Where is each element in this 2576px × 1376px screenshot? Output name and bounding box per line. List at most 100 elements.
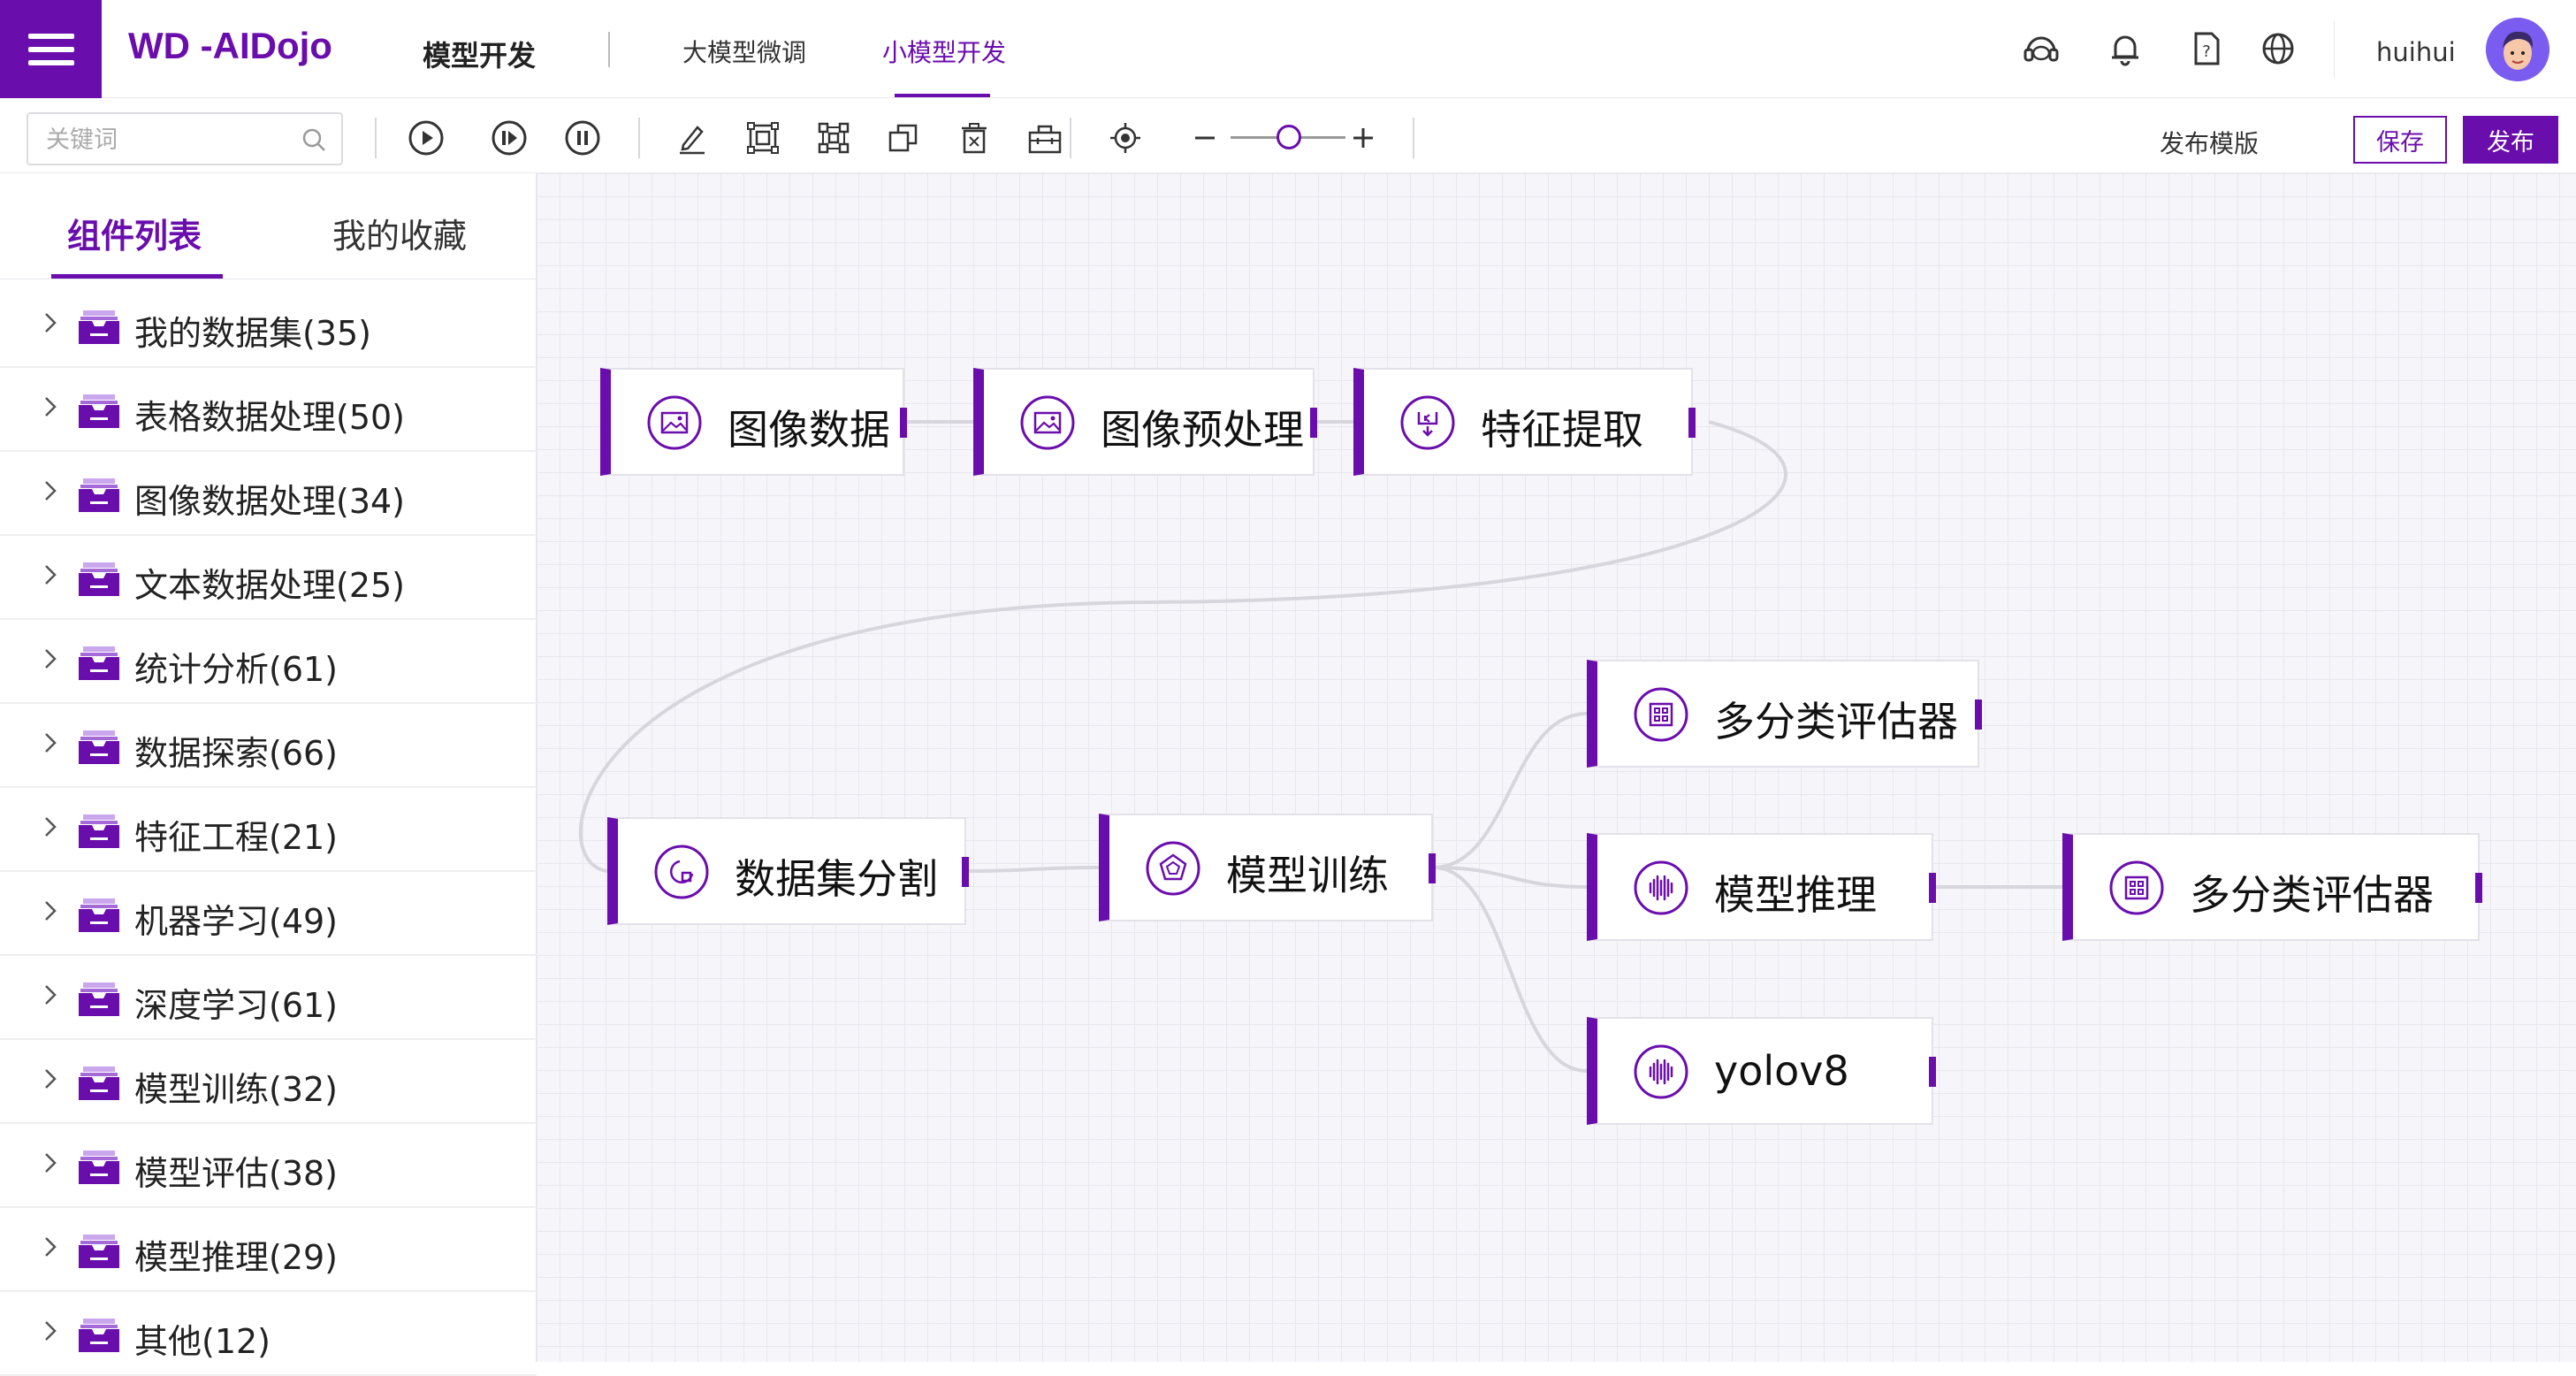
image-icon: [646, 394, 703, 451]
output-port[interactable]: [1310, 408, 1317, 438]
workflow-node[interactable]: yolov8: [1587, 1017, 1936, 1125]
sidebar-category-item[interactable]: 机器学习(49): [0, 872, 537, 956]
sidebar-category-item[interactable]: 模型推理(29): [0, 1208, 537, 1292]
split-icon: [653, 844, 710, 900]
folder-icon: [78, 307, 120, 346]
workflow-node[interactable]: 多分类评估器: [2062, 833, 2482, 941]
workflow-node[interactable]: 图像数据: [600, 368, 907, 476]
output-port[interactable]: [900, 408, 907, 438]
folder-icon: [78, 727, 120, 766]
sidebar-category-label: 模型推理(29): [134, 1238, 339, 1277]
workflow-node[interactable]: 特征提取: [1353, 368, 1696, 476]
delete-icon[interactable]: [952, 116, 996, 160]
bell-icon[interactable]: [2105, 28, 2145, 69]
output-port[interactable]: [2475, 873, 2482, 903]
fit-view-icon[interactable]: [741, 116, 785, 160]
node-label: yolov8: [1714, 1047, 1849, 1095]
tab-llm-finetune[interactable]: 大模型微调: [682, 38, 807, 67]
run-icon[interactable]: [404, 116, 448, 160]
sidebar-category-item[interactable]: 统计分析(61): [0, 620, 537, 704]
active-tab-indicator: [51, 274, 223, 279]
chevron-right-icon[interactable]: [41, 813, 60, 841]
search-icon[interactable]: [301, 126, 327, 157]
zoom-slider-handle[interactable]: [1277, 125, 1301, 149]
output-port[interactable]: [1975, 699, 1982, 730]
toolbox-icon[interactable]: [1023, 116, 1067, 160]
sidebar-category-label: 表格数据处理(50): [134, 398, 406, 437]
user-name[interactable]: huihui: [2376, 37, 2456, 67]
run-step-icon[interactable]: [487, 116, 531, 160]
pause-icon[interactable]: [560, 116, 605, 160]
tab-small-model-dev[interactable]: 小模型开发: [882, 38, 1007, 67]
toolbar-separator: [375, 118, 377, 158]
chevron-right-icon[interactable]: [41, 1317, 60, 1345]
top-header: WD -AIDojo 模型开发 大模型微调 小模型开发 ? huihui: [0, 0, 2576, 98]
folder-icon: [78, 811, 120, 850]
output-port[interactable]: [1929, 1057, 1936, 1087]
folder-icon: [78, 979, 120, 1018]
output-port[interactable]: [1929, 873, 1936, 903]
chevron-right-icon[interactable]: [41, 1233, 60, 1261]
workflow-edge: [579, 420, 1787, 873]
chevron-right-icon[interactable]: [41, 981, 60, 1009]
folder-icon: [78, 559, 120, 598]
copy-icon[interactable]: [881, 116, 926, 160]
chevron-right-icon[interactable]: [41, 477, 60, 505]
chevron-right-icon[interactable]: [41, 1065, 60, 1093]
publish-button[interactable]: 发布: [2463, 116, 2558, 164]
sidebar-category-label: 模型训练(32): [134, 1070, 339, 1109]
globe-icon[interactable]: [2258, 28, 2298, 69]
zoom-out-icon[interactable]: [1183, 116, 1227, 160]
tab-component-list[interactable]: 组件列表: [67, 217, 202, 256]
sidebar-category-item[interactable]: 我的数据集(35): [0, 284, 537, 368]
sidebar-category-item[interactable]: 数据探索(66): [0, 704, 537, 788]
sidebar-category-item[interactable]: 特征工程(21): [0, 788, 537, 872]
sidebar-category-item[interactable]: 其他(12): [0, 1292, 537, 1376]
sidebar-category-label: 我的数据集(35): [134, 314, 372, 353]
sidebar-category-item[interactable]: 模型训练(32): [0, 1040, 537, 1124]
workflow-node[interactable]: 数据集分割: [607, 817, 969, 925]
output-port[interactable]: [1688, 408, 1696, 438]
help-doc-icon[interactable]: ?: [2186, 28, 2227, 69]
headset-icon[interactable]: [2021, 28, 2062, 69]
folder-icon: [78, 391, 120, 430]
layout-icon[interactable]: [812, 116, 856, 160]
zoom-in-icon[interactable]: [1341, 116, 1385, 160]
tab-my-favorites[interactable]: 我的收藏: [332, 217, 468, 256]
chevron-right-icon[interactable]: [41, 309, 60, 337]
sidebar-category-label: 机器学习(49): [134, 902, 339, 941]
folder-icon: [78, 1231, 120, 1270]
chevron-right-icon[interactable]: [41, 897, 60, 925]
sidebar-category-item[interactable]: 文本数据处理(25): [0, 536, 537, 620]
sidebar-tabs: 组件列表 我的收藏: [0, 173, 537, 279]
chevron-right-icon[interactable]: [41, 645, 60, 673]
chevron-right-icon[interactable]: [41, 561, 60, 589]
workflow-node[interactable]: 多分类评估器: [1587, 660, 1982, 768]
locate-icon[interactable]: [1103, 116, 1147, 160]
workflow-node[interactable]: 模型推理: [1587, 833, 1936, 941]
chevron-right-icon[interactable]: [41, 1149, 60, 1177]
sidebar-category-item[interactable]: 模型评估(38): [0, 1124, 537, 1208]
sidebar-category-item[interactable]: 深度学习(61): [0, 956, 537, 1040]
workflow-node[interactable]: 模型训练: [1099, 814, 1436, 921]
toolbar-separator: [638, 118, 640, 158]
output-port[interactable]: [962, 857, 969, 887]
chevron-right-icon[interactable]: [41, 393, 60, 421]
avatar[interactable]: [2486, 18, 2549, 81]
sidebar-category-label: 模型评估(38): [134, 1154, 339, 1193]
chevron-right-icon[interactable]: [41, 729, 60, 757]
workflow-node[interactable]: 图像预处理: [973, 368, 1317, 476]
menu-icon[interactable]: [0, 0, 102, 98]
edit-icon[interactable]: [670, 116, 714, 160]
sidebar-category-label: 图像数据处理(34): [134, 482, 406, 521]
toolbar-separator: [1413, 118, 1414, 158]
search-input[interactable]: [46, 123, 302, 157]
node-label: 多分类评估器: [1714, 698, 1958, 745]
publish-template-button[interactable]: 发布模版: [2160, 129, 2260, 158]
save-button[interactable]: 保存: [2353, 116, 2447, 164]
sidebar-category-item[interactable]: 图像数据处理(34): [0, 452, 537, 536]
workflow-edge: [1432, 866, 1588, 889]
sidebar-category-item[interactable]: 表格数据处理(50): [0, 368, 537, 452]
output-port[interactable]: [1429, 853, 1436, 883]
